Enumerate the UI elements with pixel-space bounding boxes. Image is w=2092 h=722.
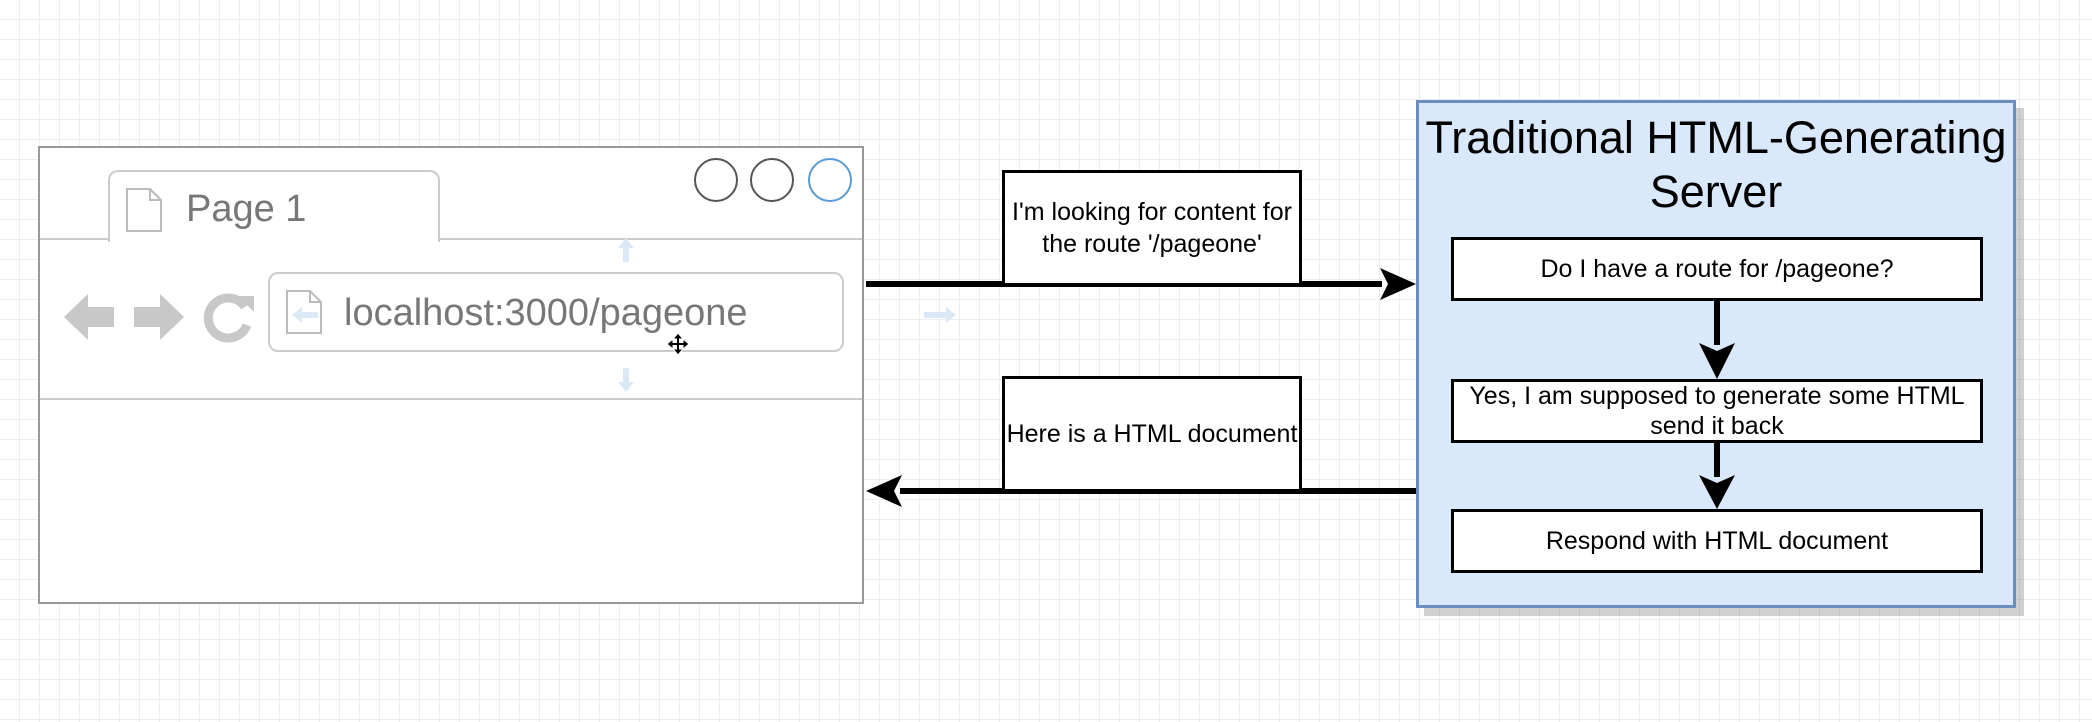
step-generate-html-text: Yes, I am supposed to generate some HTML… xyxy=(1469,382,1965,440)
request-message-text: I'm looking for content for the route '/… xyxy=(1012,198,1292,258)
response-message: Here is a HTML document xyxy=(1002,376,1302,492)
flow-arrow-1-head xyxy=(1699,343,1735,379)
toolbar-divider xyxy=(40,398,862,400)
response-message-text: Here is a HTML document xyxy=(1006,420,1298,448)
browser-window: Page 1 localhost:3000/pageone xyxy=(38,146,864,604)
server-box: Traditional HTML-Generating Server Do I … xyxy=(1416,100,2016,608)
move-cursor-icon xyxy=(666,332,690,356)
connect-arrow-right-icon[interactable] xyxy=(924,307,956,323)
step-generate-html: Yes, I am supposed to generate some HTML… xyxy=(1451,379,1983,443)
address-bar[interactable]: localhost:3000/pageone xyxy=(268,272,844,352)
window-button-2[interactable] xyxy=(750,158,794,202)
request-arrow-head xyxy=(1380,268,1416,300)
window-button-1[interactable] xyxy=(694,158,738,202)
step-route-check: Do I have a route for /pageone? xyxy=(1451,237,1983,301)
address-text: localhost:3000/pageone xyxy=(344,292,748,334)
request-message: I'm looking for content for the route '/… xyxy=(1002,170,1302,286)
response-arrow-head xyxy=(866,475,902,507)
resize-handle-up-icon[interactable] xyxy=(618,238,634,262)
reload-icon[interactable] xyxy=(202,290,256,344)
tab-label: Page 1 xyxy=(186,188,307,230)
step-respond-text: Respond with HTML document xyxy=(1545,527,1889,555)
step-respond: Respond with HTML document xyxy=(1451,509,1983,573)
connect-arrow-left-icon[interactable] xyxy=(292,307,318,323)
browser-tab[interactable]: Page 1 xyxy=(108,170,440,242)
flow-arrow-2-head xyxy=(1699,475,1735,509)
resize-handle-down-icon[interactable] xyxy=(618,368,634,392)
server-title: Traditional HTML-Generating Server xyxy=(1425,112,2007,217)
step-route-check-text: Do I have a route for /pageone? xyxy=(1540,255,1894,283)
server-flow-arrows xyxy=(1699,301,1735,509)
page-icon xyxy=(126,188,162,232)
window-button-3[interactable] xyxy=(808,158,852,202)
arrow-right-icon[interactable] xyxy=(130,290,188,344)
arrow-left-icon[interactable] xyxy=(60,290,118,344)
tab-divider xyxy=(40,238,862,240)
